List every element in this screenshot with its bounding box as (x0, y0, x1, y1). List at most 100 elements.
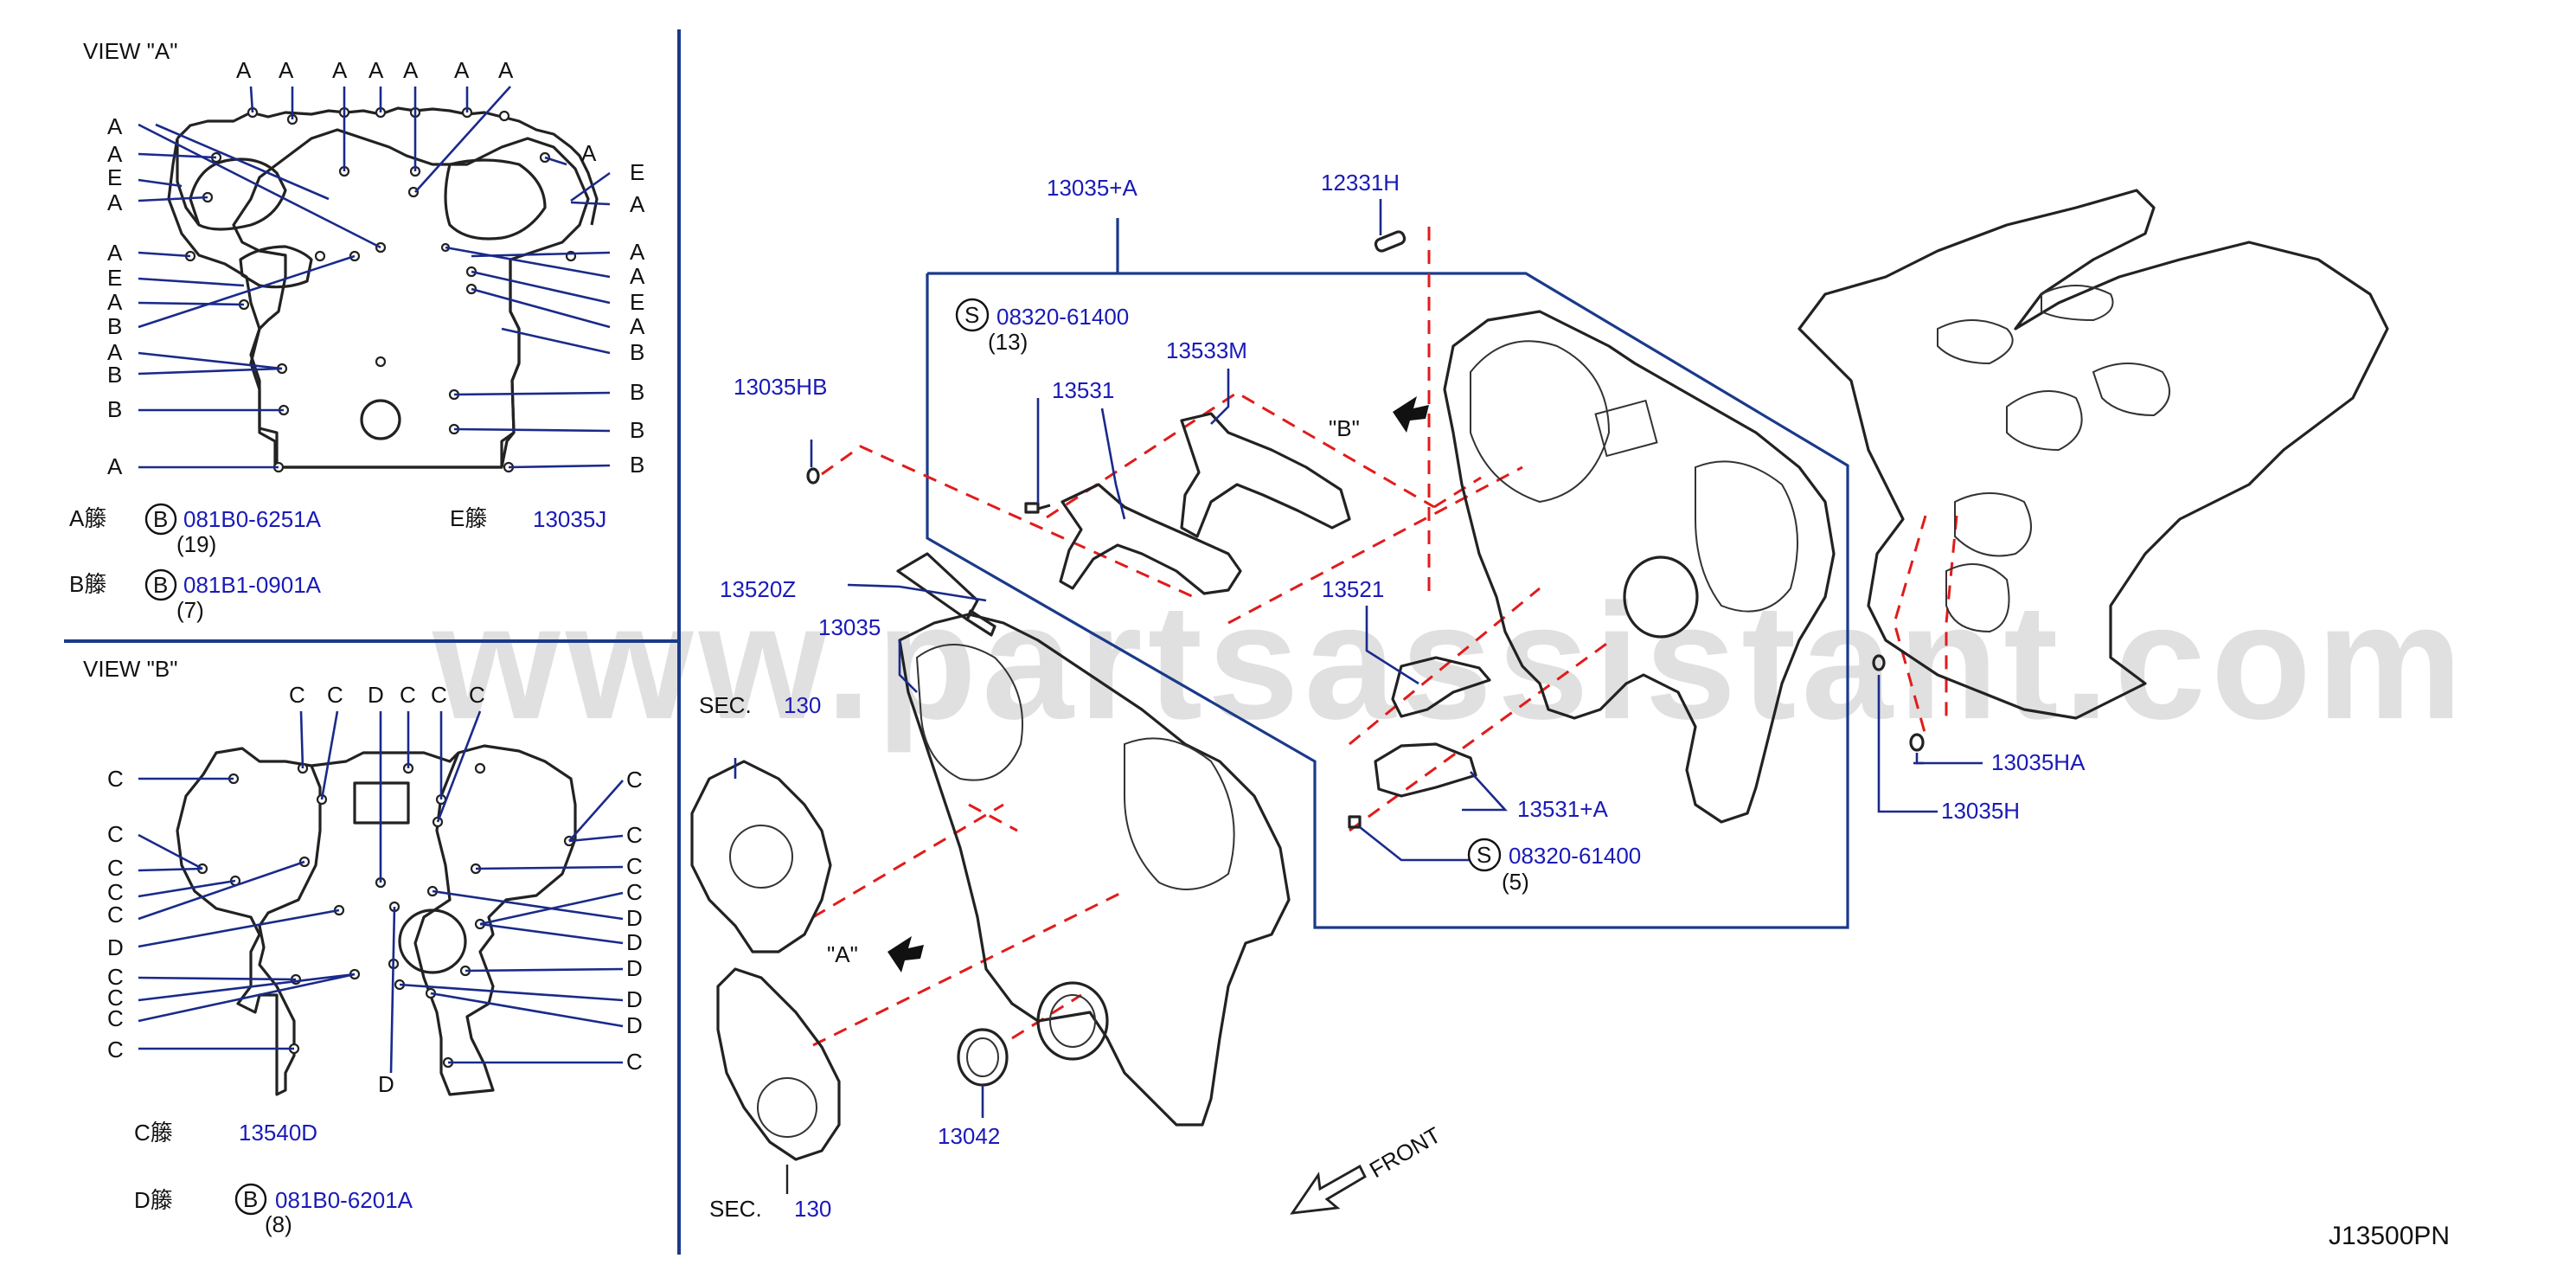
part-081B0-6201A: 081B0-6201A (275, 1187, 413, 1213)
pin-12331H (1374, 230, 1407, 253)
view-b-legend: C籐 13540D D籐 B 081B0-6201A (8) (134, 1120, 413, 1237)
svg-text:A: A (630, 313, 645, 339)
svg-text:(8): (8) (265, 1211, 292, 1237)
svg-text:A: A (107, 189, 123, 215)
svg-text:C: C (626, 879, 643, 905)
svg-text:B: B (630, 339, 644, 365)
cover-right-window (1124, 737, 1235, 890)
svg-text:D: D (368, 682, 384, 708)
main-leaders (734, 199, 1983, 1118)
svg-text:A: A (107, 141, 123, 167)
view-a-left-window (189, 157, 287, 231)
svg-text:C: C (107, 964, 124, 990)
diagram-code: J13500PN (2329, 1222, 2450, 1250)
plug-13035HB (806, 467, 820, 485)
svg-text:C: C (400, 682, 416, 708)
svg-text:A: A (107, 240, 123, 266)
view-a-bore (360, 399, 401, 440)
view-a-right-window (444, 158, 547, 241)
view-b-bore (398, 908, 467, 974)
bolt-08320-61400-13 (1024, 502, 1051, 514)
sub-assembly-frame (926, 272, 1849, 929)
svg-text:A: A (236, 57, 252, 83)
svg-text:B: B (243, 1186, 258, 1212)
svg-text:B: B (153, 572, 168, 598)
svg-text:A: A (403, 57, 419, 83)
svg-text:A籐: A籐 (69, 505, 106, 531)
part-081B0-6251A: 081B0-6251A (183, 506, 322, 532)
svg-text:E籐: E籐 (450, 505, 487, 531)
cover-seal-bore (1036, 981, 1109, 1061)
svg-text:A: A (630, 239, 645, 265)
view-b-top-link (311, 751, 460, 767)
view-a-letters: A A A A A A A A A E A A E A B A B B A A … (107, 57, 645, 479)
sec-130-lower: 130 (794, 1196, 831, 1222)
svg-text:D: D (626, 929, 643, 955)
view-b-gasket-outline (176, 747, 322, 1096)
timing-cover-13035 (898, 613, 1291, 1127)
svg-text:A: A (581, 140, 597, 166)
view-a-legend: A籐 B 081B0-6251A (19) E籐 13035J B籐 B 081… (69, 503, 606, 623)
svg-text:C: C (107, 902, 124, 928)
svg-text:B: B (630, 379, 644, 405)
main-callouts: 13035+A 12331H S 08320-61400 (13) 13533M… (699, 170, 2450, 1250)
engine-block (1797, 189, 2389, 720)
svg-text:A: A (107, 113, 123, 139)
sec-130-upper: 130 (784, 692, 821, 718)
svg-text:A: A (107, 453, 123, 479)
part-13035A: 13035+A (1047, 175, 1137, 201)
svg-text:B: B (107, 396, 122, 422)
svg-text:S: S (964, 302, 979, 328)
view-a-ref: "A" (827, 941, 858, 967)
water-pump-lower (716, 967, 841, 1161)
part-13035HB: 13035HB (734, 374, 827, 400)
svg-text:C: C (626, 853, 643, 879)
part-13540D: 13540D (239, 1120, 317, 1146)
svg-text:C籐: C籐 (134, 1120, 173, 1146)
upper-cover-left-bore (1470, 340, 1611, 504)
svg-text:A: A (332, 57, 348, 83)
svg-text:C: C (327, 682, 343, 708)
svg-text:D籐: D籐 (134, 1187, 173, 1213)
svg-text:E: E (107, 265, 122, 291)
view-b-title: VIEW "B" (83, 656, 177, 682)
view-b-ref: "B" (1329, 415, 1360, 441)
view-a-cover-top (176, 106, 599, 226)
svg-text:C: C (107, 855, 124, 881)
svg-text:C: C (626, 1049, 643, 1075)
water-pump-upper (690, 760, 832, 953)
part-081B1-0901A: 081B1-0901A (183, 572, 322, 598)
svg-text:C: C (431, 682, 447, 708)
upper-timing-cover (1443, 310, 1836, 824)
main-exploded-view: FRONT 13035+A 12331H S 08320-61 (690, 170, 2450, 1250)
svg-text:E: E (630, 159, 644, 185)
svg-text:(19): (19) (176, 531, 216, 557)
watermark: www.partsassistant.com (432, 570, 2468, 754)
part-12331H: 12331H (1321, 170, 1400, 196)
part-08320-61400-13: 08320-61400 (996, 304, 1129, 330)
view-a-panel: VIEW "A" (69, 38, 645, 623)
view-b-leaders (138, 710, 624, 1074)
svg-text:C: C (107, 879, 124, 905)
svg-text:A: A (107, 339, 123, 365)
part-08320-61400-5: 08320-61400 (1509, 843, 1641, 869)
svg-text:B: B (107, 362, 122, 388)
upper-cover-right-bore (1695, 460, 1798, 613)
svg-text:A: A (279, 57, 294, 83)
svg-text:S: S (1477, 842, 1491, 868)
view-b-panel: VIEW "B" (83, 656, 643, 1237)
sec-label-upper: SEC. (699, 692, 752, 718)
svg-text:(13): (13) (988, 329, 1028, 355)
svg-text:D: D (626, 905, 643, 931)
svg-text:D: D (378, 1071, 394, 1097)
svg-text:(5): (5) (1502, 869, 1529, 895)
phantom-lines (812, 227, 1958, 1047)
view-a-center-window (239, 245, 313, 289)
upper-cover-window (1594, 399, 1658, 458)
gasket-13531A (1374, 742, 1477, 798)
part-13521: 13521 (1322, 576, 1384, 602)
svg-text:(7): (7) (176, 597, 204, 623)
svg-text:E: E (630, 289, 644, 315)
